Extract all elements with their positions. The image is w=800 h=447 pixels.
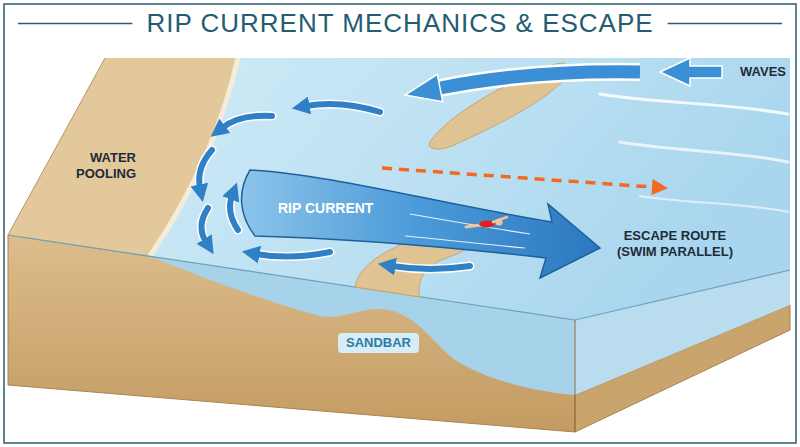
box-edge [575, 320, 576, 432]
beach [8, 58, 238, 256]
sandbar-label: SANDBAR [338, 333, 419, 353]
pooling-label: WATER POOLING [51, 150, 136, 181]
wave-lines [600, 94, 788, 212]
diagram-title: RIP CURRENT MECHANICS & ESCAPE [146, 8, 653, 39]
title-rule [18, 23, 132, 25]
swimmer [466, 217, 507, 228]
box-edge [8, 58, 105, 235]
waves-arrow [660, 58, 722, 86]
waves-label: WAVES [728, 64, 786, 80]
current-streaks [405, 214, 530, 248]
current-label: RIP CURRENT [278, 200, 373, 217]
title-rule [668, 23, 782, 25]
flow-arrow [405, 72, 640, 102]
shoreline [150, 58, 238, 256]
rip-arrow [242, 170, 600, 278]
water-surface [8, 58, 790, 320]
frame [4, 4, 796, 443]
escape-label: ESCAPE ROUTE (SWIM PARALLEL) [605, 228, 745, 259]
escape-arrow [382, 168, 668, 195]
